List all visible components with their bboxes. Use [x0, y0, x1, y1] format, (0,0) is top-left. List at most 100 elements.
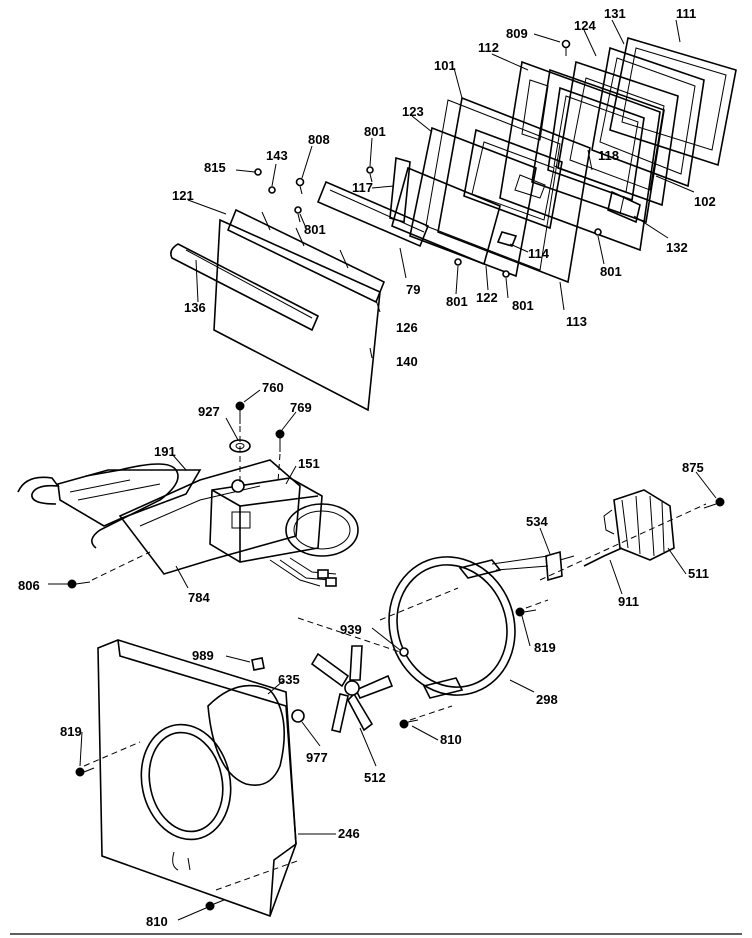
screw-769 — [275, 429, 285, 452]
door-trim-126 — [226, 208, 386, 304]
screw-801d — [502, 270, 510, 278]
main-bracket-784 — [118, 459, 301, 575]
wire-rod — [85, 463, 179, 549]
label-819-b: 819 — [60, 724, 82, 739]
label-808: 808 — [308, 132, 330, 147]
label-809: 809 — [506, 26, 528, 41]
hinge-bracket-132 — [607, 190, 641, 224]
label-151: 151 — [298, 456, 320, 471]
insulation-panel-101 — [425, 99, 561, 271]
screw-808 — [295, 177, 305, 195]
label-810-b: 810 — [146, 914, 168, 929]
label-298: 298 — [536, 692, 558, 707]
label-760: 760 — [262, 380, 284, 395]
label-121: 121 — [172, 188, 194, 203]
label-801-d: 801 — [512, 298, 534, 313]
label-191: 191 — [154, 444, 176, 459]
label-118: 118 — [598, 148, 619, 163]
motor-assembly — [17, 401, 359, 589]
screw-809 — [561, 39, 571, 56]
fan-motor-511 — [613, 489, 675, 561]
screw-810-bottom — [205, 899, 225, 911]
door-liner-102 — [531, 68, 665, 224]
label-114: 114 — [528, 246, 550, 261]
lower-leader-lines — [79, 471, 717, 921]
clip-114 — [496, 231, 518, 247]
label-801-b: 801 — [304, 222, 326, 237]
label-143: 143 — [266, 148, 288, 163]
label-511: 511 — [688, 566, 709, 581]
label-112: 112 — [478, 40, 499, 55]
screw-760 — [235, 401, 245, 424]
baffle-panel-246 — [97, 639, 297, 918]
alignment-lines — [83, 426, 707, 891]
label-815: 815 — [204, 160, 226, 175]
label-102: 102 — [694, 194, 716, 209]
label-246: 246 — [338, 826, 360, 841]
outer-door-panel-140 — [213, 218, 381, 412]
label-635: 635 — [278, 672, 300, 687]
screw-815 — [254, 168, 262, 176]
label-875: 875 — [682, 460, 704, 475]
spacer-939 — [399, 647, 409, 657]
label-801-c: 801 — [446, 294, 468, 309]
clip-989 — [251, 657, 265, 671]
door-assembly — [170, 36, 737, 412]
label-117: 117 — [352, 180, 373, 195]
door-leader-lines — [187, 19, 695, 359]
door-gasket-131 — [591, 46, 705, 188]
middle-glass-122 — [391, 166, 501, 266]
door-back-panel-111 — [609, 36, 737, 167]
label-534: 534 — [526, 514, 548, 529]
label-113: 113 — [566, 314, 587, 329]
label-79: 79 — [406, 282, 420, 297]
channel-79 — [316, 180, 430, 248]
label-911: 911 — [618, 594, 639, 609]
label-140: 140 — [396, 354, 418, 369]
glass-retainer-117 — [389, 156, 411, 224]
label-124: 124 — [574, 18, 596, 33]
label-131: 131 — [604, 6, 626, 21]
label-122: 122 — [476, 290, 498, 305]
label-111: 111 — [676, 6, 696, 21]
screw-801a — [366, 166, 374, 183]
label-512: 512 — [364, 770, 386, 785]
label-939: 939 — [340, 622, 362, 637]
bracket-534 — [545, 550, 563, 582]
screw-801e — [594, 228, 602, 236]
fan-blade-512 — [310, 645, 394, 733]
inner-glass-123 — [409, 126, 537, 278]
motor-fan-disc — [285, 503, 359, 557]
grille-635 — [207, 684, 285, 786]
window-frame-124 — [557, 60, 679, 207]
label-784: 784 — [188, 590, 210, 605]
screw-875 — [703, 497, 725, 509]
door-frame-113 — [437, 96, 591, 284]
motor-leader-lines — [48, 389, 297, 589]
label-769: 769 — [290, 400, 312, 415]
door-handle-136 — [170, 243, 320, 332]
motor-label — [231, 511, 251, 529]
screw-143 — [268, 186, 276, 194]
label-989: 989 — [192, 648, 214, 663]
nut-977 — [291, 709, 305, 723]
label-801-e: 801 — [600, 264, 622, 279]
baffle-opening — [140, 723, 232, 841]
label-101: 101 — [434, 58, 456, 73]
screw-819-left — [75, 767, 95, 777]
inner-door-panel-112 — [499, 60, 661, 252]
screw-801c — [454, 258, 462, 266]
hook-bracket-191 — [17, 476, 60, 505]
label-819-a: 819 — [534, 640, 556, 655]
label-977: 977 — [306, 750, 328, 765]
label-136: 136 — [184, 300, 206, 315]
screw-819-right — [515, 607, 537, 617]
label-806: 806 — [18, 578, 40, 593]
part-labels: 111 131 124 809 112 101 123 118 102 132 … — [18, 6, 716, 929]
screw-806 — [67, 579, 91, 589]
label-126: 126 — [396, 320, 418, 335]
label-132: 132 — [666, 240, 688, 255]
fan-heater-assembly — [75, 489, 725, 918]
screw-801b — [294, 206, 302, 223]
